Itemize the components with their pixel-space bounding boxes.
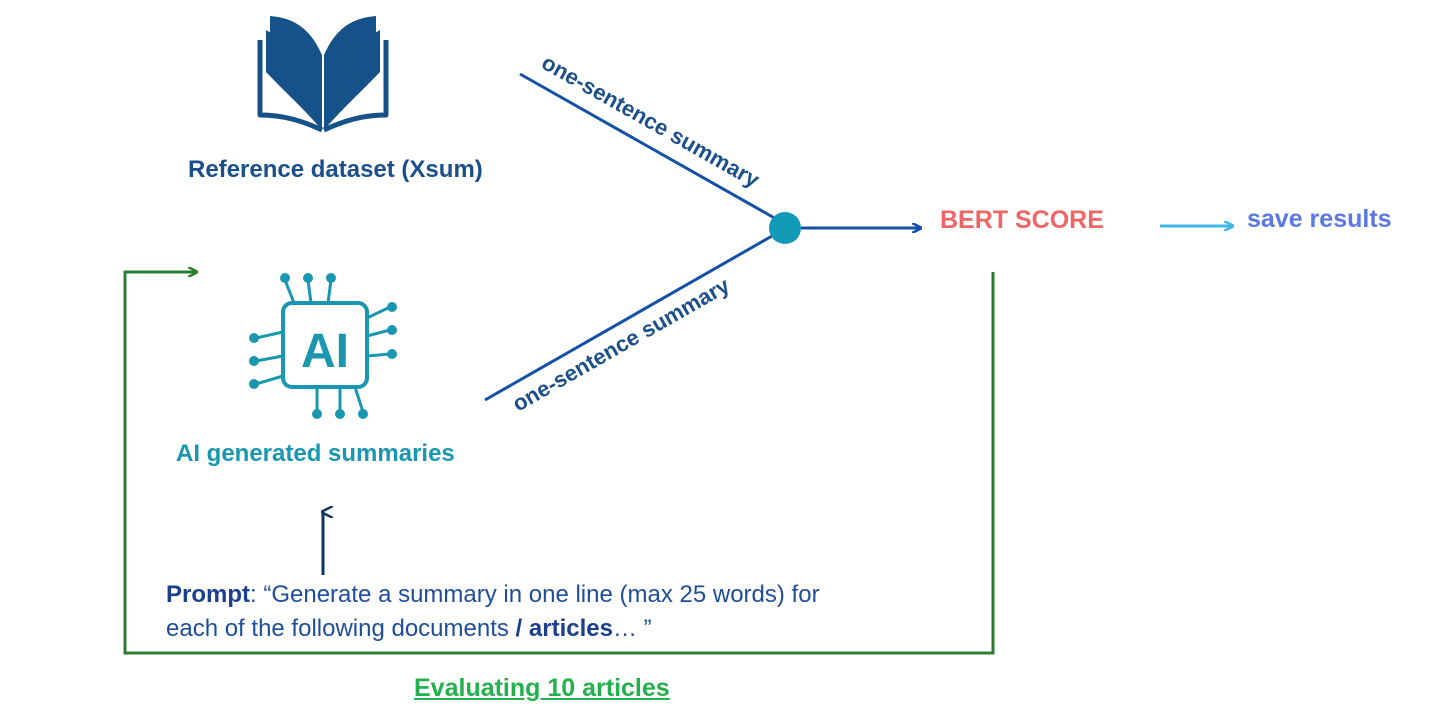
reference-dataset-label: Reference dataset (Xsum)	[188, 156, 483, 183]
ai-chip-icon: AI	[249, 273, 397, 419]
book-icon	[257, 16, 389, 133]
prompt-slash: /	[515, 615, 529, 642]
prompt-text: Prompt: “Generate a summary in one line …	[166, 578, 926, 646]
ai-summaries-label: AI generated summaries	[176, 440, 455, 467]
ai-chip-text: AI	[301, 325, 349, 378]
prompt-keyword: Prompt	[166, 581, 250, 608]
save-results-label: save results	[1247, 205, 1392, 233]
reference-edge	[519, 72, 779, 222]
prompt-articles: articles	[528, 615, 613, 642]
prompt-line2-start: each of the following documents	[166, 615, 516, 642]
merge-node	[769, 212, 801, 244]
ai-edge-label: one-sentence summary	[508, 272, 734, 416]
evaluating-articles-label: Evaluating 10 articles	[414, 674, 670, 702]
prompt-line1: : “Generate a summary in one line (max 2…	[250, 581, 820, 608]
bert-score-label: BERT SCORE	[940, 206, 1104, 234]
reference-edge-label: one-sentence summary	[538, 50, 765, 193]
evaluation-loop	[123, 272, 995, 655]
prompt-line2-end: … ”	[612, 615, 652, 642]
ai-edge	[484, 234, 773, 402]
